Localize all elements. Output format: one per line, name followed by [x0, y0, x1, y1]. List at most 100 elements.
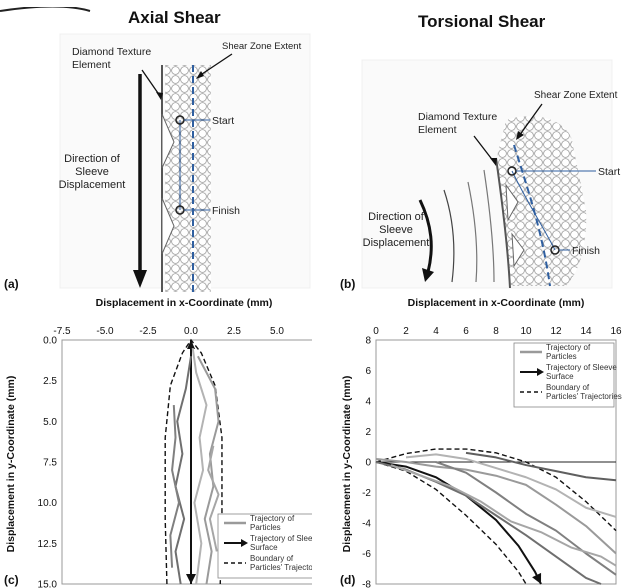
chart-c-boundary-line: [164, 338, 223, 585]
legend-d-boundary-1: Boundary of: [546, 383, 590, 392]
direction-label-3: Displacement: [59, 179, 126, 191]
diamond-texture-element: [161, 113, 175, 255]
chart-d-y-tick-label: 0: [365, 458, 371, 469]
chart-c-y-tick-label: 10.0: [38, 498, 58, 509]
legend-d-particles-1: Trajectory of: [546, 343, 591, 352]
legend-d-particles-2: Particles: [546, 352, 577, 361]
diamond-pointer-arrow: [141, 69, 161, 97]
chart-c-y-tick-label: 2.5: [43, 376, 57, 387]
chart-d-y-tick-label: 8: [365, 336, 371, 347]
torsional-shear-title: Torsional Shear: [418, 12, 546, 31]
chart-d-y-tick-label: 4: [365, 397, 371, 408]
chart-c-x-tick-label: -2.5: [139, 326, 157, 337]
direction-label-b-3: Displacement: [363, 237, 430, 249]
chart-d-x-tick-label: 0: [373, 326, 379, 337]
chart-d-x-tick-label: 4: [433, 326, 439, 337]
chart-d-x-tick-label: 10: [520, 326, 532, 337]
chart-d-xlabel: Displacement in x-Coordinate (mm): [408, 297, 585, 309]
panel-c-tag: (c): [4, 573, 19, 587]
chart-c-ylabel: Displacement in y-Coordinate (mm): [5, 376, 17, 553]
shear-zone-pointer-b: [518, 103, 543, 137]
chart-d-legend: Trajectory of Particles Trajectory of Sl…: [513, 342, 622, 408]
finish-label: Finish: [212, 205, 240, 217]
chart-d-boundary-line: [375, 448, 617, 532]
direction-label-b-2: Sleeve: [379, 224, 413, 236]
legend-d-boundary-2: Particles' Trajectories: [546, 392, 622, 401]
axial-shear-title: Axial Shear: [128, 8, 221, 27]
chart-c-particle-trajectory: [169, 405, 180, 568]
chart-d-particle-trajectory: [465, 451, 617, 482]
chart-c-particle-trajectory: [196, 355, 220, 585]
chart-d-sleeve-trajectory: [375, 461, 542, 585]
figure-heading-fragment: [0, 0, 624, 12]
chart-d-x-tick-label: 6: [463, 326, 469, 337]
legend-d-sleeve-2: Surface: [546, 372, 574, 381]
chart-d-boundary-line: [375, 461, 527, 585]
chart-d-y-tick-label: -2: [362, 488, 371, 499]
start-label: Start: [212, 115, 234, 127]
diamond-pointer-b: [473, 135, 495, 163]
chart-c-sleeve-arrowhead: [186, 574, 196, 584]
finish-label-b: Finish: [572, 245, 600, 257]
chart-c-y-tick-label: 15.0: [38, 580, 58, 588]
chart-c-y-tick-label: 5.0: [43, 417, 57, 428]
chart-d-particle-trajectory: [435, 461, 617, 576]
chart-d-ylabel: Displacement in y-Coordinate (mm): [341, 376, 353, 553]
chart-d-particle-trajectory: [405, 453, 617, 518]
legend-c-sleeve-1: Trajectory of Sleeve: [250, 534, 312, 543]
sleeve-arc-1: [495, 157, 511, 289]
chart-d-x-tick-label: 16: [610, 326, 622, 337]
chart-d-y-tick-label: -6: [362, 549, 371, 560]
shear-zone-extent-label: Shear Zone Extent: [222, 41, 302, 52]
chart-c-y-tick-label: 0.0: [43, 336, 57, 347]
diamond-label-b-1: Diamond Texture: [418, 111, 497, 123]
diamond-label-b-2: Element: [418, 124, 457, 136]
chart-c-legend: Trajectory of Particles Trajectory of Sl…: [217, 513, 312, 579]
chart-d-particle-trajectory: [375, 461, 602, 585]
chart-c-x-tick-label: -5.0: [96, 326, 114, 337]
chart-d-y-tick-label: -8: [362, 580, 371, 588]
legend-c-particles-1: Trajectory of: [250, 514, 295, 523]
panel-b-diagram: Start Finish Shear Zone Extent Diamond T…: [340, 59, 620, 291]
legend-c-particles-2: Particles: [250, 523, 281, 532]
chart-c-particle-trajectory: [174, 356, 192, 585]
chart-c-sleeve-start-arrowhead: [187, 340, 195, 349]
direction-label-b-1: Direction of: [368, 211, 425, 223]
panel-a-diagram: Start Finish Shear Zone Extent Diamond T…: [4, 33, 311, 292]
direction-label-1: Direction of: [64, 153, 121, 165]
chart-c-particle-trajectory: [191, 347, 208, 585]
shear-zone-label-b: Shear Zone Extent: [534, 90, 618, 101]
shear-zone-pointer-arrow: [198, 53, 233, 77]
chart-d-sleeve-arrowhead: [532, 572, 542, 584]
panel-d-tag: (d): [340, 573, 355, 587]
chart-c-particle-trajectory: [207, 445, 220, 552]
chart-c-x-tick-label: 0.0: [184, 326, 198, 337]
chart-d-y-tick-label: 6: [365, 366, 371, 377]
start-label-b: Start: [598, 166, 620, 178]
chart-c-x-tick-label: 2.5: [227, 326, 241, 337]
direction-arc: [418, 199, 433, 273]
chart-c-xlabel: Displacement in x-Coordinate (mm): [96, 297, 273, 309]
chart-c-y-tick-label: 12.5: [38, 539, 58, 550]
panel-c-chart: Displacement in x-Coordinate (mm) Displa…: [4, 297, 312, 588]
chart-d-particle-trajectory: [390, 464, 617, 567]
panel-a-tag: (a): [4, 277, 19, 291]
chart-c-x-tick-label: 5.0: [270, 326, 284, 337]
legend-c-boundary-1: Boundary of: [250, 554, 294, 563]
chart-d-x-tick-label: 14: [580, 326, 592, 337]
shear-zone-curve: [513, 144, 551, 287]
particle-column: [165, 65, 211, 292]
chart-d-x-tick-label: 8: [493, 326, 499, 337]
legend-d-sleeve-1: Trajectory of Sleeve: [546, 363, 617, 372]
chart-d-x-tick-label: 2: [403, 326, 409, 337]
chart-d-x-tick-label: 12: [550, 326, 562, 337]
direction-label-2: Sleeve: [75, 166, 109, 178]
legend-c-boundary-2: Particles' Trajectories: [250, 563, 312, 572]
legend-c-sleeve-2: Surface: [250, 543, 278, 552]
chart-d-y-tick-label: -4: [362, 519, 371, 530]
panel-b-tag: (b): [340, 277, 355, 291]
chart-c-x-tick-label: -7.5: [53, 326, 71, 337]
diamond-texture-label-1: Diamond Texture: [72, 46, 151, 58]
chart-d-y-tick-label: 2: [365, 427, 371, 438]
panel-d-chart: Displacement in x-Coordinate (mm) Displa…: [340, 297, 622, 588]
